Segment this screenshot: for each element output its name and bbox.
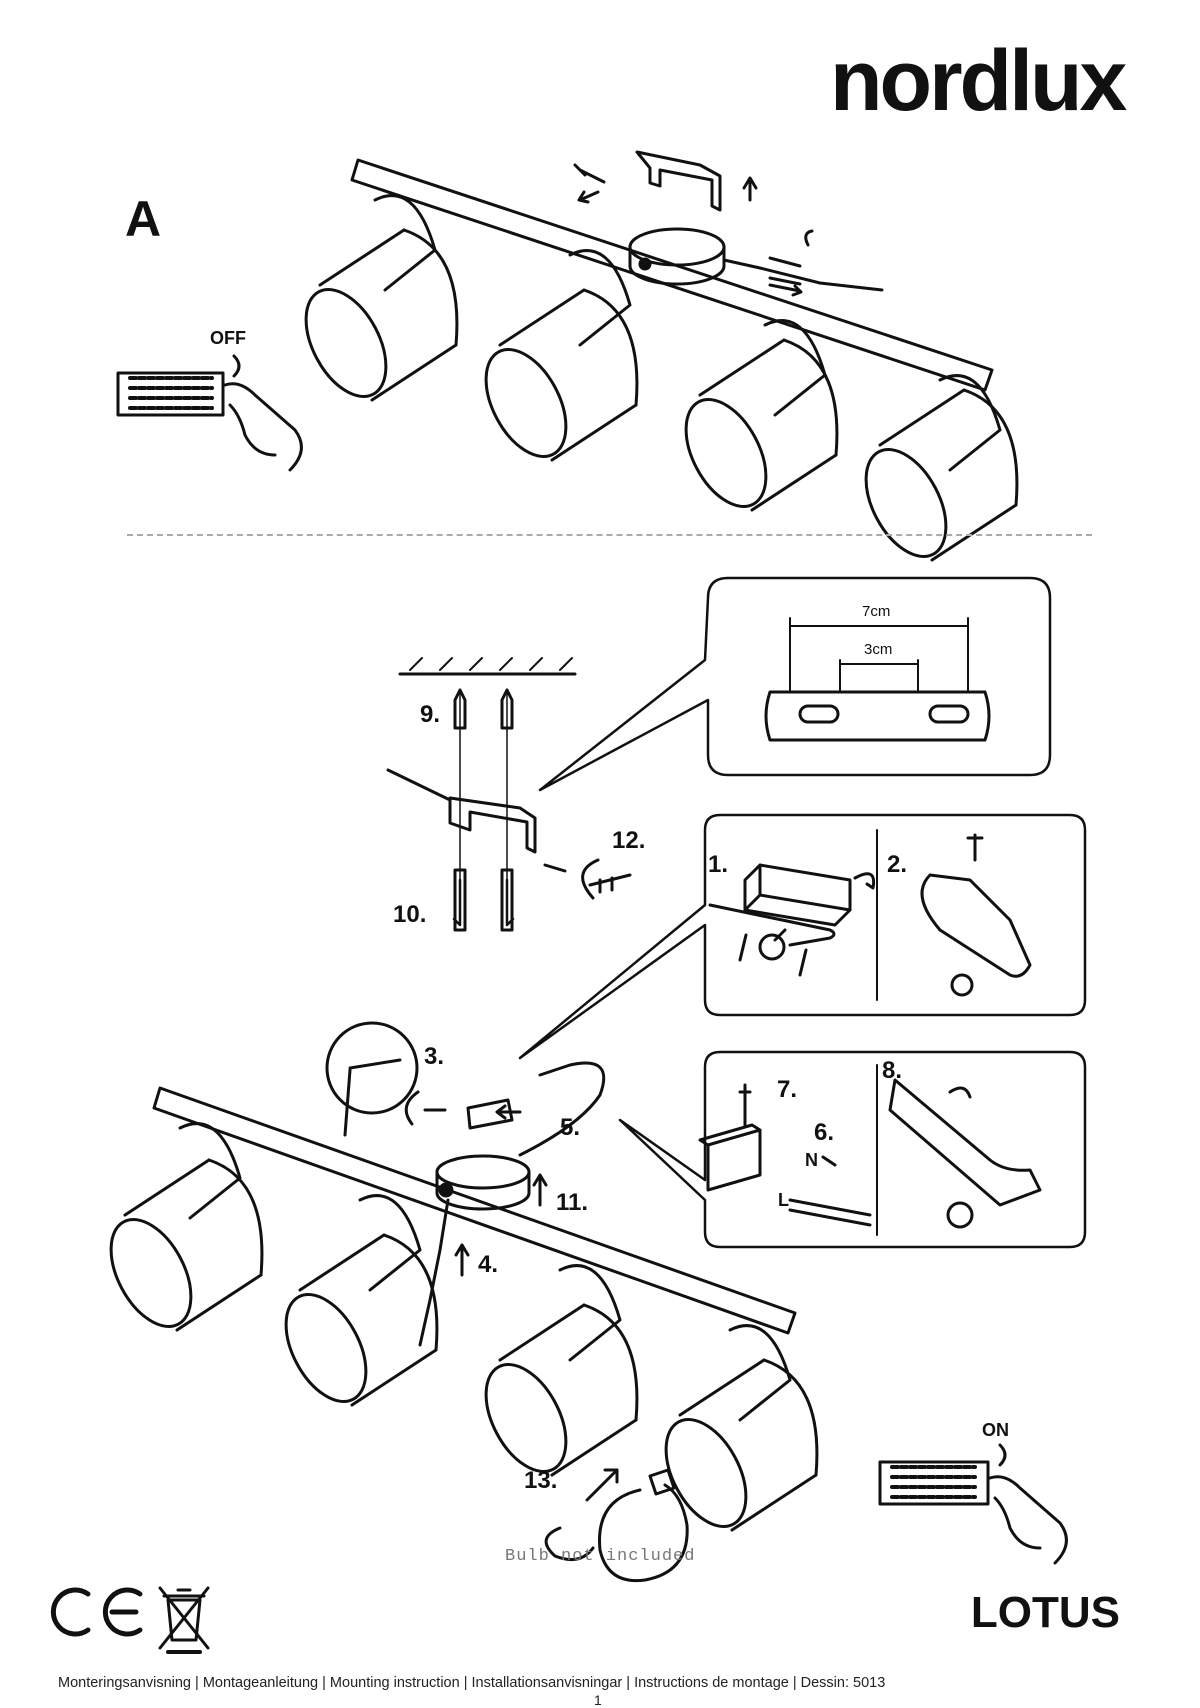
terminal-l: L (778, 1190, 789, 1210)
fixture-bar (152, 1086, 797, 1335)
on-label: ON (982, 1420, 1009, 1440)
step-12: 12. (612, 827, 645, 854)
rotate-arrow-icon (544, 1526, 595, 1562)
brand-logo: nordlux (830, 33, 1127, 129)
step-5: 5. (560, 1114, 580, 1141)
step-10: 10. (393, 901, 426, 928)
section-label: A (125, 191, 162, 247)
wall-plug-icon (453, 688, 514, 730)
fixture-bottom (109, 1021, 819, 1532)
step-13: 13. (524, 1467, 557, 1494)
spot-head (284, 1194, 439, 1407)
mounting-bracket (448, 796, 537, 854)
junction-box-open (920, 873, 1032, 978)
terminal-screw (588, 873, 632, 894)
arrow-up-icon (738, 933, 808, 977)
spot-head (109, 1122, 264, 1332)
footer-text: Monteringsanvisning | Montageanleitung |… (58, 1675, 886, 1691)
canopy-ring (435, 1154, 531, 1190)
arrow-icon (821, 1155, 837, 1167)
rotate-arrow-icon (948, 1086, 972, 1099)
step-9: 9. (420, 701, 440, 728)
hand-icon (223, 382, 303, 472)
terminal-detail-callout: N L (618, 1050, 1087, 1249)
bulb-note: Bulb not included (505, 1547, 696, 1566)
step-8: 8. (882, 1057, 902, 1084)
junction-box-closed (888, 1078, 1042, 1207)
step-6: 6. (814, 1119, 834, 1146)
step-7: 7. (777, 1076, 797, 1103)
spot-head (304, 194, 459, 402)
step-4: 4. (478, 1251, 498, 1278)
junction-detail-callout (518, 813, 1087, 1060)
screw-icon (453, 868, 514, 932)
product-name: LOTUS (970, 1588, 1120, 1637)
mounting-bracket-top (635, 150, 722, 212)
spot-head (484, 1264, 639, 1477)
terminal-block (698, 1123, 762, 1192)
terminal-n: N (805, 1150, 818, 1170)
spot-head (484, 249, 639, 462)
rotate-arrow-icon (853, 872, 876, 890)
junction-box (466, 1098, 514, 1130)
spot-head (684, 319, 839, 512)
screw-icon (573, 163, 606, 184)
cable (518, 1061, 606, 1157)
screw-icon (966, 833, 984, 862)
ce-mark (50, 1587, 143, 1637)
junction-box (743, 863, 852, 927)
step-11: 11. (556, 1189, 588, 1216)
weee-bin-icon (158, 1586, 210, 1654)
switch-on: ON (878, 1420, 1068, 1565)
page-number: 1 (594, 1692, 602, 1708)
off-label: OFF (210, 328, 246, 348)
arrow-down-icon (998, 1443, 1007, 1467)
arrow-up-icon (454, 1243, 470, 1277)
screw-icon (738, 1083, 752, 1127)
arrow-left-icon (495, 1104, 522, 1120)
cable (418, 1198, 450, 1347)
arrow-icon (585, 1468, 619, 1502)
bulb-icon (544, 1468, 689, 1583)
wire-connector (722, 256, 884, 292)
bracket-detail-callout: 7cm 3cm (538, 576, 1052, 792)
step-1: 1. (708, 851, 728, 878)
arrow-up-icon (742, 176, 758, 202)
section-divider (127, 534, 1092, 536)
switch-off: OFF (116, 328, 303, 472)
fixture-top (304, 150, 1019, 562)
cover-ring (325, 1021, 419, 1115)
dimension-outer: 7cm (862, 603, 890, 620)
hand-icon (988, 1475, 1068, 1565)
screw-icon (543, 863, 567, 873)
step-3: 3. (424, 1043, 444, 1070)
dimension-inner: 3cm (864, 641, 892, 658)
ceiling-mount (386, 657, 632, 932)
arrow-down-icon (232, 354, 241, 378)
spot-head (664, 1324, 819, 1532)
arrow-icon (577, 190, 600, 204)
rotate-arrow-icon (404, 1090, 420, 1126)
fixture-bar (350, 158, 994, 392)
arrow-right-icon (768, 283, 803, 297)
step-2: 2. (887, 851, 907, 878)
rotate-arrow-icon (581, 858, 600, 900)
screw-icon (386, 768, 452, 802)
rotate-arrow-icon (804, 229, 814, 247)
arrow-up-icon (532, 1173, 548, 1207)
spot-head (864, 374, 1019, 562)
